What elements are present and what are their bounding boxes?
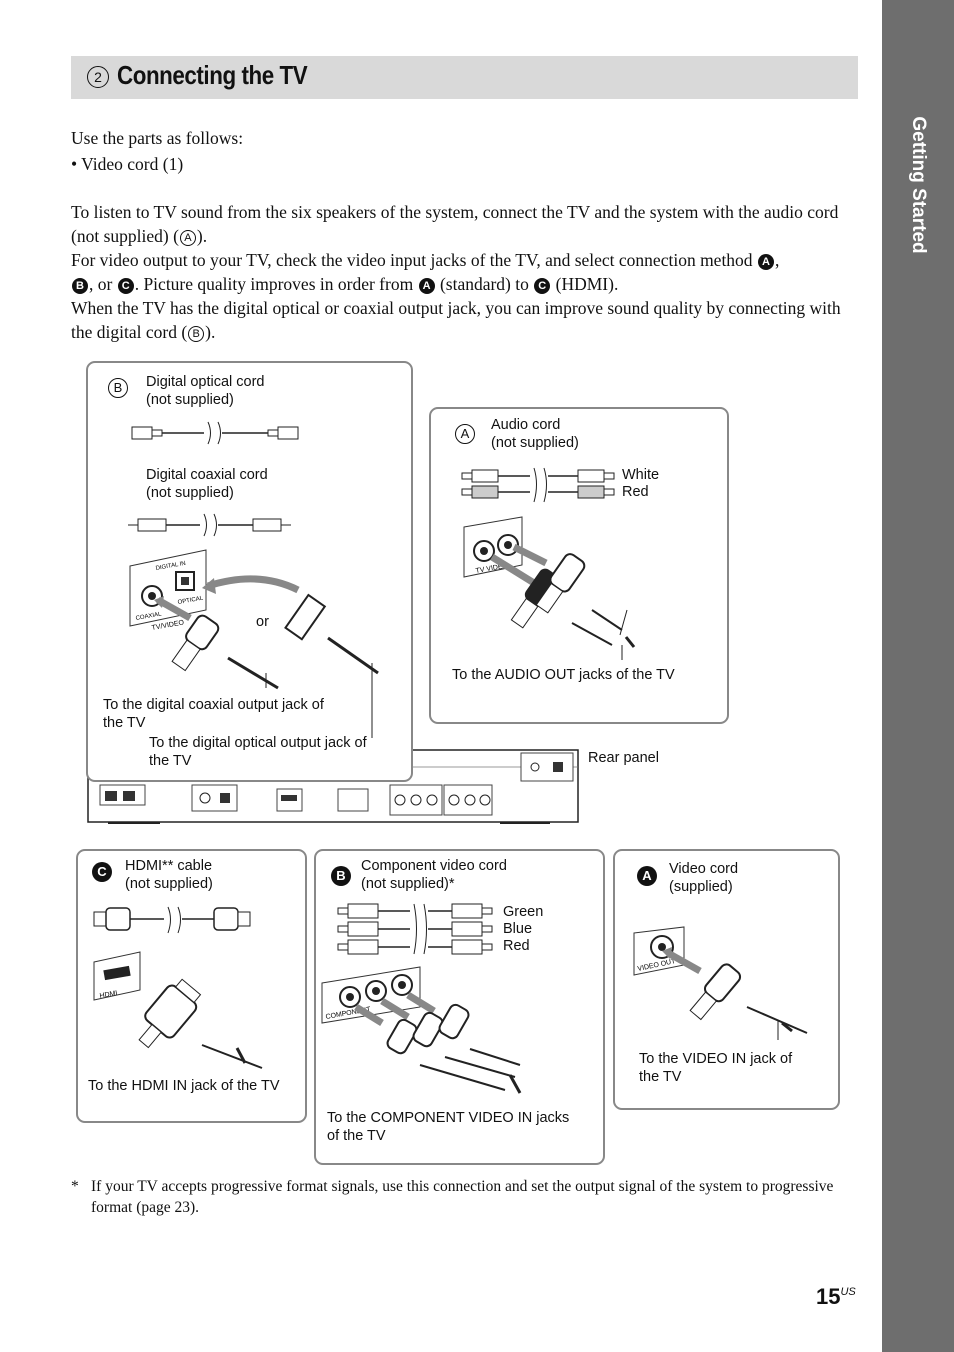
or-label: or <box>256 614 269 630</box>
hdmi-cable-icon <box>93 906 251 934</box>
component-jacks-illustration: COMPONENT <box>321 966 522 1094</box>
marker-b-outline: B <box>108 378 128 398</box>
video-jack-illustration: VIDEO OUT <box>633 926 808 1040</box>
to-audio-out-label: To the AUDIO OUT jacks of the TV <box>452 667 675 683</box>
step-number: 2 <box>87 66 109 88</box>
footnote-star: * <box>71 1178 79 1195</box>
marker-c: C <box>534 278 551 294</box>
svg-text:COAXIAL: COAXIAL <box>135 611 162 622</box>
marker-b-outline: B <box>188 326 205 342</box>
footnote: * If your TV accepts progressive format … <box>71 1176 861 1218</box>
intro-list-item: • Video cord (1) <box>71 154 184 174</box>
page-title: Connecting the TV <box>117 60 308 90</box>
audio-color-white: White <box>622 467 660 483</box>
marker-a: A <box>757 254 774 270</box>
coaxial-cord-icon <box>128 513 291 537</box>
page-number: 15US <box>816 1284 856 1309</box>
component-cord-icon <box>337 903 493 955</box>
marker-c: C <box>117 278 134 294</box>
video-cord-label: Video cord(supplied) <box>669 861 739 895</box>
marker-a-outline: A <box>179 230 196 246</box>
optical-cord-label: Digital optical cord(not supplied) <box>146 374 265 408</box>
section-label: Getting Started <box>908 116 929 254</box>
marker-b: B <box>72 278 88 294</box>
footnote-text: If your TV accepts progressive format si… <box>91 1178 834 1216</box>
hdmi-cable-label: HDMI** cable(not supplied) <box>125 858 213 892</box>
hdmi-jack-illustration: HDMI <box>93 951 263 1069</box>
para-s3: When the TV has the digital optical or c… <box>71 298 841 342</box>
instruction-paragraph: To listen to TV sound from the six speak… <box>71 202 841 342</box>
svg-text:OPTICAL: OPTICAL <box>177 595 204 605</box>
coaxial-cord-label: Digital coaxial cord(not supplied) <box>146 467 268 501</box>
svg-text:DIGITAL IN: DIGITAL IN <box>155 561 186 572</box>
marker-c: C <box>92 862 112 882</box>
marker-a-outline: A <box>455 424 475 444</box>
to-hdmi-in-label: To the HDMI IN jack of the TV <box>88 1078 280 1094</box>
marker-a: A <box>637 866 657 886</box>
intro-line: Use the parts as follows: <box>71 128 244 148</box>
component-color-red: Red <box>503 938 530 954</box>
section-sidebar <box>882 0 954 1352</box>
component-color-blue: Blue <box>503 921 533 937</box>
section-title-bar: 2 Connecting the TV <box>71 56 858 99</box>
marker-b: B <box>331 866 351 886</box>
component-cord-label: Component video cord(not supplied)* <box>361 858 507 892</box>
audio-color-red: Red <box>622 484 649 500</box>
rear-panel-label: Rear panel <box>588 750 659 766</box>
marker-a: A <box>418 278 435 294</box>
para-s1: To listen to TV sound from the six speak… <box>71 202 839 246</box>
digital-jacks-illustration: DIGITAL IN COAXIAL OPTICAL TV/VIDEO <box>129 549 379 738</box>
audio-jacks-illustration: TV VIDEO <box>463 516 636 660</box>
audio-cord-icon <box>461 467 615 503</box>
svg-text:HDMI: HDMI <box>99 990 118 1000</box>
optical-cord-icon <box>131 421 299 445</box>
audio-cord-label: Audio cord(not supplied) <box>491 417 579 451</box>
svg-text:TV/VIDEO: TV/VIDEO <box>151 619 185 632</box>
para-s2: For video output to your TV, check the v… <box>71 250 757 270</box>
component-color-green: Green <box>503 904 544 920</box>
